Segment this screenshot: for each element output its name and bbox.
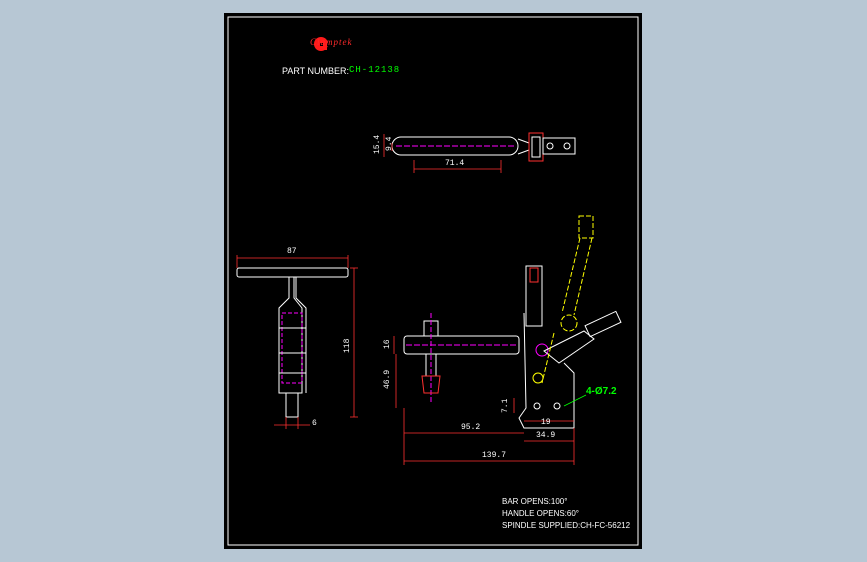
- side-view: [236, 255, 358, 429]
- dim-front-bar-height: 16: [383, 339, 392, 349]
- front-view-spindle-tip: [421, 375, 441, 394]
- dim-top-inner: 9.4: [385, 136, 394, 151]
- note-bar-opens: BAR OPENS:100°: [502, 497, 568, 506]
- note-handle-opens: HANDLE OPENS:60°: [502, 509, 580, 518]
- brand-name: Clamptek: [310, 37, 353, 47]
- dim-front-spindle-height: 46.9: [383, 369, 392, 389]
- front-view: [393, 215, 622, 465]
- front-view-body: [518, 312, 575, 429]
- side-view-base: [285, 392, 299, 418]
- dim-front-total-length: 139.7: [482, 451, 507, 460]
- top-view: [383, 132, 576, 173]
- dim-side-width: 87: [287, 247, 297, 256]
- drawing-sheet: Clamptek PART NUMBER: CH-12138 15.4 9.4 …: [224, 13, 642, 549]
- front-view-handle-phantom: [541, 215, 594, 384]
- dim-side-base: 6: [312, 419, 317, 428]
- note-spindle-supplied: SPINDLE SUPPLIED:CH-FC-56212: [502, 521, 631, 530]
- front-view-handle: [543, 330, 595, 364]
- dim-top-width: 15.4: [373, 134, 382, 154]
- dim-side-height: 118: [343, 338, 352, 353]
- drawing-canvas: [227, 16, 639, 546]
- hole-callout: 4-Ø7.2: [586, 386, 617, 397]
- dim-front-reach: 95.2: [461, 423, 481, 432]
- front-view-bar: [403, 335, 520, 355]
- part-number-label: PART NUMBER:: [282, 66, 350, 76]
- side-view-handle: [236, 267, 349, 278]
- brand-logo-icon: [314, 37, 328, 51]
- dim-front-base-length: 34.9: [536, 431, 556, 440]
- top-view-taper: [517, 138, 530, 155]
- dim-top-length: 71.4: [445, 159, 465, 168]
- sheet-border: [227, 16, 639, 546]
- part-number-value: CH-12138: [349, 65, 401, 75]
- notes-block: BAR OPENS:100° HANDLE OPENS:60° SPINDLE …: [502, 496, 630, 532]
- top-view-handle: [542, 137, 576, 155]
- dim-front-hole-spacing: 19: [541, 418, 551, 427]
- dim-front-base-hole: 7.1: [501, 398, 510, 413]
